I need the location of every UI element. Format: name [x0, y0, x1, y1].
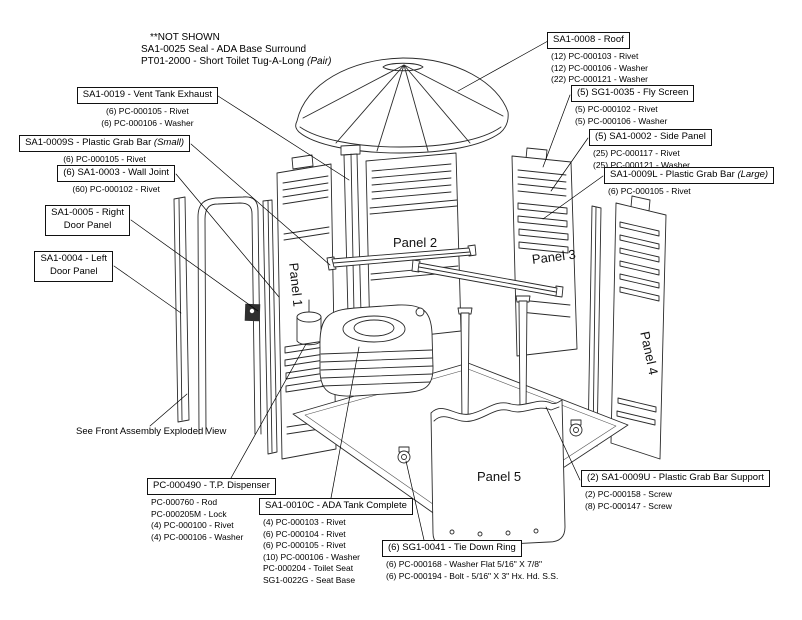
- not-shown-note: **NOT SHOWN SA1-0025 Seal - ADA Base Sur…: [141, 32, 331, 67]
- door-panels-art: [173, 196, 295, 455]
- part-line: SA1-0005 - Right: [51, 207, 124, 218]
- part-line: (4) PC-000103 - Rivet: [263, 517, 346, 528]
- part-title-ada-tank-complete: SA1-0010C - ADA Tank Complete: [259, 498, 413, 516]
- part-title-tp-dispenser: PC-000490 - T.P. Dispenser: [147, 478, 276, 496]
- callout-wall-joint: (6) SA1-0003 - Wall Joint (60) PC-000102…: [57, 165, 175, 196]
- part-sublist-wall-joint: (60) PC-000102 - Rivet: [72, 182, 159, 195]
- part-line: SA1-0004 - Left: [40, 253, 107, 264]
- part-line: (25) PC-000117 - Rivet: [593, 148, 680, 159]
- callout-side-panel: (5) SA1-0002 - Side Panel (25) PC-000117…: [589, 129, 712, 171]
- panel2-label: Panel 2: [393, 235, 438, 250]
- not-shown-item-italic: (Pair): [307, 55, 332, 67]
- part-line: SG1-0022G - Seat Base: [263, 574, 356, 585]
- part-title-wall-joint: (6) SA1-0003 - Wall Joint: [57, 165, 175, 183]
- part-sublist-grab-bar-support: (2) PC-000158 - Screw(8) PC-000147 - Scr…: [581, 487, 672, 512]
- part-title-tie-down-ring: (6) SG1-0041 - Tie Down Ring: [382, 540, 522, 558]
- part-line: (6) PC-000106 - Washer: [101, 117, 194, 128]
- title-italic: (Large): [737, 169, 769, 180]
- part-title-roof: SA1-0008 - Roof: [547, 32, 630, 50]
- part-line: (12) PC-000106 - Washer: [551, 62, 649, 73]
- part-title-side-panel: (5) SA1-0002 - Side Panel: [589, 129, 712, 147]
- callout-vent-tank-exhaust: SA1-0019 - Vent Tank Exhaust (6) PC-0001…: [76, 87, 218, 129]
- panel5-label: Panel 5: [477, 469, 522, 484]
- tie-down-rings-art: [397, 419, 583, 464]
- part-line: (60) PC-000102 - Rivet: [72, 184, 160, 195]
- callout-grab-bar-support: (2) SA1-0009U - Plastic Grab Bar Support…: [581, 470, 770, 512]
- part-line: (6) PC-000105 - Rivet: [263, 540, 346, 551]
- part-line: (6) PC-000104 - Rivet: [263, 528, 346, 539]
- callout-ada-tank-complete: SA1-0010C - ADA Tank Complete (4) PC-000…: [259, 498, 413, 586]
- part-line: (4) PC-000100 - Rivet: [151, 520, 234, 531]
- part-sublist-vent-tank-exhaust: (6) PC-000105 - Rivet(6) PC-000106 - Was…: [101, 104, 193, 129]
- roof-art: [295, 57, 509, 154]
- panel1-art: [276, 154, 337, 460]
- part-line: PC-000205M - Lock: [151, 508, 227, 519]
- vent-pipe-art: [340, 144, 362, 316]
- part-sublist-ada-tank-complete: (4) PC-000103 - Rivet(6) PC-000104 - Riv…: [259, 515, 360, 586]
- part-sublist-grab-bar-small: (6) PC-000105 - Rivet: [63, 152, 146, 165]
- part-line: (5) PC-000106 - Washer: [575, 115, 668, 126]
- callout-fly-screen: (5) SG1-0035 - Fly Screen (5) PC-000102 …: [571, 85, 695, 127]
- part-title-vent-tank-exhaust: SA1-0019 - Vent Tank Exhaust: [76, 87, 218, 105]
- title-italic: (Small): [153, 137, 184, 148]
- callout-tie-down-ring: (6) SG1-0041 - Tie Down Ring (6) PC-0001…: [382, 540, 558, 582]
- part-sublist-grab-bar-large: (6) PC-000105 - Rivet: [604, 184, 691, 197]
- callout-roof: SA1-0008 - Roof (12) PC-000103 - Rivet(1…: [547, 32, 648, 86]
- part-title-grab-bar-large: SA1-0009L - Plastic Grab Bar (Large): [604, 167, 775, 185]
- panel4-art: [610, 195, 667, 460]
- callout-tp-dispenser: PC-000490 - T.P. Dispenser PC-000760 - R…: [147, 478, 276, 543]
- grab-bar-posts-art: [455, 295, 533, 430]
- part-line: (10) PC-000106 - Washer: [263, 551, 361, 562]
- part-title-grab-bar-support: (2) SA1-0009U - Plastic Grab Bar Support: [581, 470, 770, 488]
- not-shown-header: **NOT SHOWN: [150, 32, 220, 43]
- part-line: (12) PC-000103 - Rivet: [551, 51, 639, 62]
- grab-bars-art: [326, 244, 564, 298]
- part-line: Door Panel: [63, 219, 112, 231]
- leader-lines: [113, 40, 604, 541]
- title-text: SA1-0009L - Plastic Grab Bar: [610, 169, 738, 180]
- part-title-grab-bar-small: SA1-0009S - Plastic Grab Bar (Small): [19, 135, 190, 153]
- part-line: (22) PC-000121 - Washer: [551, 74, 649, 85]
- part-line: (25) PC-000121 - Washer: [593, 159, 691, 170]
- part-line: PC-000760 - Rod: [151, 497, 218, 508]
- not-shown-item-text: PT01-2000 - Short Toilet Tug-A-Long: [141, 55, 308, 67]
- callout-grab-bar-small: SA1-0009S - Plastic Grab Bar (Small) (6)…: [19, 135, 190, 166]
- part-line: (6) PC-000105 - Rivet: [106, 106, 189, 117]
- part-line: (2) PC-000158 - Screw: [585, 489, 672, 500]
- part-line: (6) PC-000105 - Rivet: [63, 154, 146, 165]
- title-text: SA1-0009S - Plastic Grab Bar: [25, 137, 154, 148]
- part-sublist-roof: (12) PC-000103 - Rivet(12) PC-000106 - W…: [547, 49, 648, 85]
- part-line: (6) PC-000194 - Bolt - 5/16" X 3" Hx. Hd…: [386, 570, 559, 581]
- tank-art: [296, 299, 434, 397]
- part-line: PC-000204 - Toilet Seat: [263, 563, 354, 574]
- part-sublist-fly-screen: (5) PC-000102 - Rivet(5) PC-000106 - Was…: [571, 102, 667, 127]
- part-line: (5) PC-000102 - Rivet: [575, 104, 658, 115]
- part-sublist-tie-down-ring: (6) PC-000168 - Washer Flat 5/16" X 7/8"…: [382, 557, 558, 582]
- front-assembly-note: See Front Assembly Exploded View: [76, 426, 227, 437]
- callout-grab-bar-large: SA1-0009L - Plastic Grab Bar (Large) (6)…: [604, 167, 775, 198]
- part-line: (6) PC-000105 - Rivet: [608, 186, 691, 197]
- part-sublist-side-panel: (25) PC-000117 - Rivet(25) PC-000121 - W…: [589, 146, 690, 171]
- part-line: (4) PC-000106 - Washer: [151, 531, 244, 542]
- not-shown-item-seal: SA1-0025 Seal - ADA Base Surround: [141, 43, 307, 55]
- part-title-fly-screen: (5) SG1-0035 - Fly Screen: [571, 85, 695, 103]
- part-line: (6) PC-000168 - Washer Flat 5/16" X 7/8": [386, 559, 542, 570]
- not-shown-item-tugalong: PT01-2000 - Short Toilet Tug-A-Long (Pai…: [141, 56, 331, 68]
- part-line: (8) PC-000147 - Screw: [585, 500, 672, 511]
- part-line: Door Panel: [49, 265, 98, 277]
